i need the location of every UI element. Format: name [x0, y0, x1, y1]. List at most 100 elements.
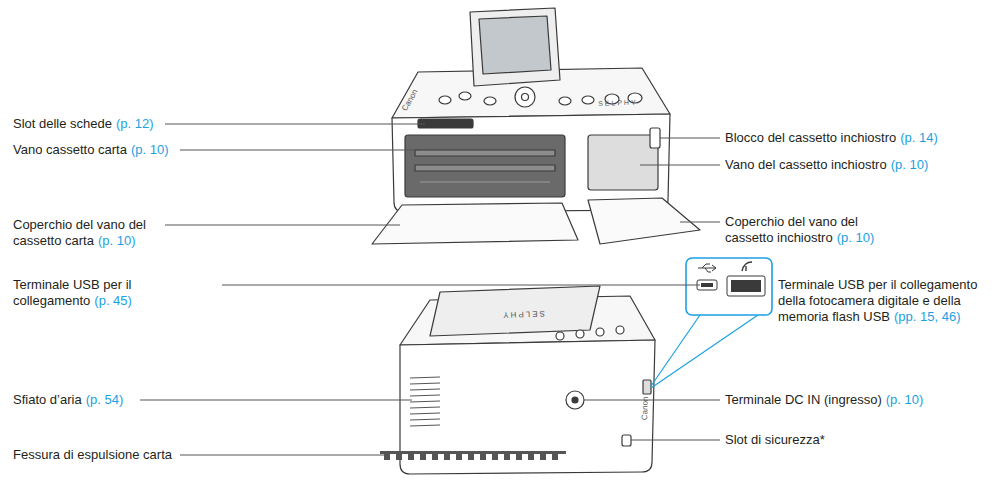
button [596, 328, 604, 336]
slot-tooth [528, 454, 534, 460]
page-reference: (p. 10) [886, 392, 924, 407]
slot-tooth [384, 454, 390, 460]
part-callout: Sfiato d’aria (p. 54) [13, 392, 313, 408]
security-slot [622, 435, 631, 446]
page-reference: (p. 14) [900, 130, 938, 145]
part-callout: Vano cassetto carta (p. 10) [13, 142, 313, 158]
part-callout: Terminale USB per il collegamento(p. 45) [13, 277, 228, 309]
part-callout: Vano del cassetto inchiostro (p. 10) [725, 157, 990, 173]
part-label: Slot delle schede [13, 116, 112, 131]
button [582, 96, 594, 104]
slot-tooth [480, 454, 486, 460]
leader-line [660, 138, 720, 139]
slot-tooth [468, 454, 474, 460]
leader-line [180, 150, 420, 151]
card-slot [418, 119, 473, 128]
lcd-screen-back [430, 286, 600, 336]
vent-slat [410, 419, 440, 420]
vent-slat [410, 395, 440, 396]
vent-slat [410, 407, 440, 408]
ink-lock [650, 128, 660, 148]
part-label: Vano cassetto carta [13, 142, 127, 157]
page-reference: (p. 54) [86, 392, 124, 407]
button [576, 330, 584, 338]
drawer-rail [420, 181, 550, 182]
lcd-screen [479, 16, 551, 74]
leader-line [222, 285, 700, 286]
dc-in-jack [566, 391, 584, 409]
slot-tooth [420, 454, 426, 460]
part-callout: Terminale USB per il collegamento della … [778, 277, 990, 325]
direction-pad [515, 87, 535, 107]
printer-rear-view [380, 286, 655, 474]
slot-tooth [552, 454, 558, 460]
direct-print-symbol [742, 262, 752, 271]
part-callout: Terminale DC IN (ingresso) (p. 10) [725, 392, 990, 408]
brand-marking: SELPHY [598, 99, 638, 107]
leader-line [640, 165, 720, 166]
part-label: Vano del cassetto inchiostro [725, 157, 887, 172]
slot-tooth [540, 454, 546, 460]
slot-tooth [408, 454, 414, 460]
vent-slat [410, 377, 440, 378]
part-callout: Blocco del cassetto inchiostro (p. 14) [725, 130, 990, 146]
page-reference: (p. 10) [837, 230, 875, 245]
printer-front-face [392, 114, 670, 212]
roller [415, 165, 555, 171]
ok-button [522, 94, 529, 101]
inset-pointer [651, 315, 700, 386]
leader-line [165, 225, 400, 226]
vent-slat [410, 383, 440, 384]
leader-line [584, 400, 720, 401]
part-label: Fessura di espulsione carta [13, 447, 172, 462]
part-callout: Slot di sicurezza* [725, 432, 990, 448]
part-label: Blocco del cassetto inchiostro [725, 130, 896, 145]
lcd-screen-frame [470, 8, 560, 86]
button [439, 96, 451, 104]
vent-slat [410, 401, 440, 402]
inset-pointer [651, 315, 758, 388]
printer-front-view [372, 8, 700, 244]
vent-slat [410, 413, 440, 414]
paper-ejection-slot [380, 451, 566, 460]
usb-symbol [698, 264, 716, 272]
button [559, 97, 571, 105]
usb-a-port [727, 276, 765, 296]
dc-in-pin [572, 397, 578, 403]
button [556, 332, 564, 340]
brand-marking: SELPHY [501, 309, 545, 320]
brand-marking: Canon [400, 88, 420, 113]
part-callout: Coperchio del vano del cassetto carta(p.… [13, 217, 163, 249]
leader-lines [140, 124, 720, 455]
part-label: Terminale DC IN (ingresso) [725, 392, 882, 407]
air-vent [410, 377, 440, 426]
part-callout: Coperchio del vano del cassetto inchiost… [725, 214, 900, 246]
button [484, 97, 496, 105]
page-reference: (p. 10) [891, 157, 929, 172]
usb-inset [651, 258, 772, 388]
leader-line [680, 222, 720, 223]
button [459, 92, 471, 100]
page-reference: (p. 10) [131, 142, 169, 157]
button [616, 326, 624, 334]
leader-line [631, 440, 720, 441]
roller [415, 150, 555, 156]
leader-line [165, 124, 425, 125]
inset-frame [686, 258, 772, 315]
leader-line [180, 455, 384, 456]
brand-marking: Canon [640, 396, 650, 420]
page-reference: (p. 12) [116, 116, 154, 131]
slot-tooth [444, 454, 450, 460]
ink-cover-flap [588, 198, 700, 244]
page-reference: (pp. 15, 46) [894, 309, 961, 324]
slot-tooth [516, 454, 522, 460]
mini-usb-pin [701, 283, 713, 287]
slot-tooth [504, 454, 510, 460]
paper-drawer-opening [405, 135, 565, 197]
part-label: Sfiato d’aria [13, 392, 82, 407]
slot-edge [380, 451, 566, 454]
page-reference: (p. 10) [98, 233, 136, 248]
